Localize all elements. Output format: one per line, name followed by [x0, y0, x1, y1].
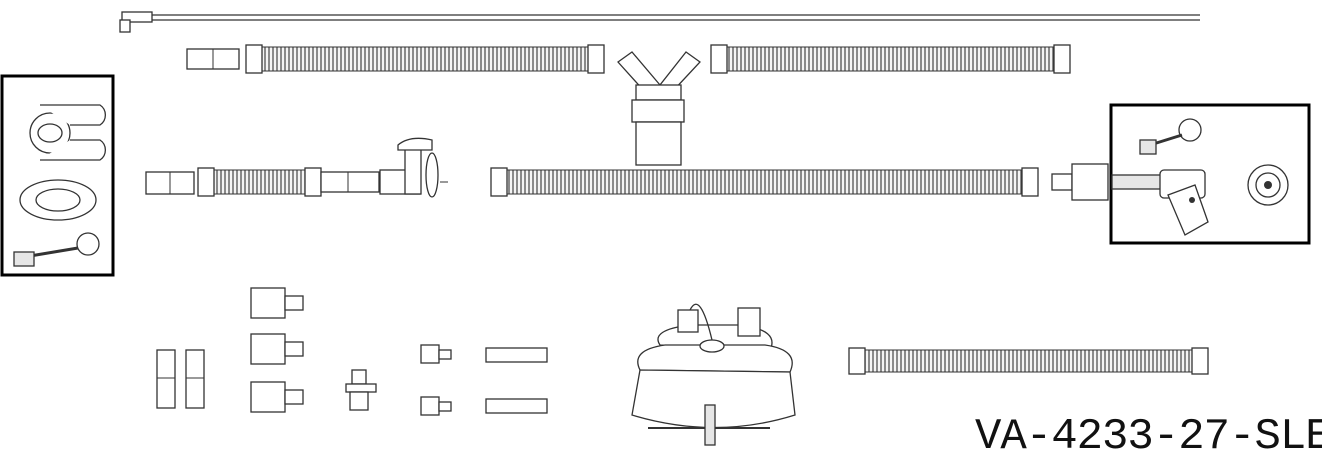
sampling-line	[119, 11, 1200, 33]
corrugated-tube-lower	[848, 347, 1209, 375]
face-mask	[631, 303, 796, 446]
y-piece-connector	[617, 51, 701, 166]
short-tube-assembly	[145, 167, 380, 197]
small-connectors	[156, 287, 548, 416]
corrugated-tube-long	[490, 163, 1109, 201]
model-code-label: VA-4233-27-SLE	[975, 412, 1322, 462]
corrugated-tube-upper-left	[186, 44, 605, 74]
corrugated-tube-upper-right	[710, 44, 1071, 74]
valve-accessories-box	[1109, 103, 1311, 245]
elbow-connector	[379, 137, 448, 198]
mask-accessories-box	[0, 74, 115, 277]
